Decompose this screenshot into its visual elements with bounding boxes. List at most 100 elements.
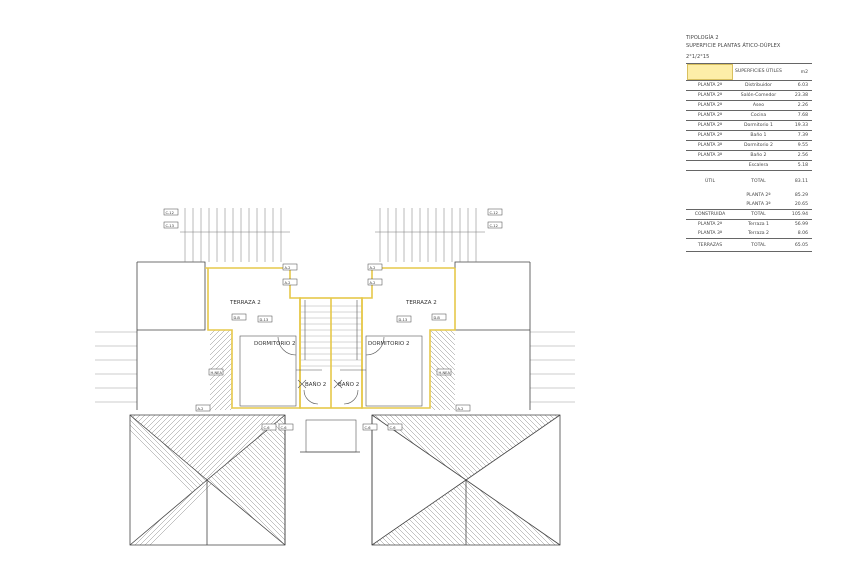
util-total-label: TOTAL [734, 170, 783, 191]
element-tag: D-B [231, 313, 247, 321]
row-area: 23.38 [782, 90, 812, 101]
planta3-label: PLANTA 3ª [746, 202, 771, 207]
element-tag-label: C-6 [390, 426, 397, 430]
element-tag-label: C-13 [166, 224, 174, 228]
element-tag-label: C-6 [281, 426, 288, 430]
row-room: Dormitorio 2 [734, 140, 783, 151]
table-head-superficies: SUPERFICIES ÚTILES [734, 63, 783, 81]
room-label-dormitorio-left: DORMITORIO 2 [254, 341, 295, 347]
element-tag-label: A-2 [285, 281, 291, 285]
element-tag-label: H-NEA [211, 371, 223, 375]
element-tag: C-12 [487, 208, 503, 216]
element-tag: C-12 [163, 208, 179, 216]
planta2-label: PLANTA 2ª [746, 193, 771, 198]
room-label-terraza-right: TERRAZA 2 [405, 300, 437, 306]
planta2-value: 85.29 [794, 193, 808, 198]
element-tag: H-NEA [208, 368, 224, 376]
element-tag-label: A-2 [370, 281, 376, 285]
terraza-row-value: 56.99 [782, 219, 812, 229]
element-tag: A-2 [195, 404, 211, 412]
room-label-dormitorio-right: DORMITORIO 2 [368, 341, 409, 347]
row-room: Dormitorio 1 [734, 120, 783, 131]
tipologia-label: TIPOLOGÍA 2 [686, 35, 719, 41]
util-label: ÚTIL [686, 170, 734, 191]
terraza-row-name: Terraza 1 [734, 219, 783, 229]
terrazas-total-value: 65.05 [782, 238, 812, 252]
element-tag: A-2 [367, 278, 383, 286]
construida-label: CONSTRUIDA [686, 209, 734, 220]
element-tag: A-2 [282, 278, 298, 286]
element-tag-label: A-2 [198, 407, 204, 411]
row-floor [686, 160, 734, 171]
element-tag-label: H-NEA [439, 371, 451, 375]
terraza-row-floor: PLANTA 2ª [686, 219, 734, 229]
element-tag: C-13 [163, 221, 179, 229]
room-label-terraza-left: TERRAZA 2 [229, 300, 261, 306]
row-area: 19.33 [782, 120, 812, 131]
superficie-label: SUPERFICIE PLANTAS ÁTICO-DÚPLEX [686, 43, 781, 49]
element-tag: A-2 [282, 263, 298, 271]
element-tag-label: D-13 [260, 318, 269, 322]
legend-swatch [687, 64, 733, 80]
element-tag-label: C-12 [166, 211, 174, 215]
element-tag: A-2 [455, 404, 471, 412]
terrazas-total-label: TOTAL [734, 238, 783, 252]
element-tag: A-2 [367, 263, 383, 271]
construida-total-label: TOTAL [734, 209, 783, 220]
code-label: 2°1/2°15 [686, 54, 710, 60]
element-tag: H-NEA [436, 368, 452, 376]
element-tag-label: A-2 [285, 266, 291, 270]
row-floor: PLANTA 2ª [686, 90, 734, 101]
pergola-slats [180, 208, 485, 367]
element-tag: D-13 [257, 315, 273, 323]
row-floor: PLANTA 2ª [686, 100, 734, 111]
row-floor: PLANTA 3ª [686, 140, 734, 151]
row-area: 7.39 [782, 130, 812, 141]
table-head-m2: m2 [782, 63, 812, 81]
element-tag-label: A-2 [458, 407, 464, 411]
walls-highlight [205, 267, 456, 409]
util-total-value: 83.11 [782, 170, 812, 191]
row-floor: PLANTA 2ª [686, 120, 734, 131]
element-tag-label: C-6 [264, 426, 271, 430]
element-tag: C-6 [278, 423, 294, 431]
element-tag-label: C-12 [490, 224, 498, 228]
row-area: 7.68 [782, 110, 812, 121]
roof-outline [129, 261, 561, 546]
interior-lines [239, 300, 423, 453]
terrazas-label: TERRAZAS [686, 238, 734, 252]
row-room: Escalera [734, 160, 783, 171]
row-room: Aseo [734, 100, 783, 111]
element-tag: C-6 [387, 423, 403, 431]
row-area: 5.18 [782, 160, 812, 171]
element-tag: D-B [431, 313, 447, 321]
terraza-row-floor: PLANTA 3ª [697, 231, 723, 236]
row-room: Cocina [734, 110, 783, 121]
row-area: 2.56 [782, 150, 812, 161]
room-label-bano-right: BAÑO 2 [338, 381, 359, 388]
element-tag: D-13 [396, 315, 412, 323]
element-tag: C-6 [261, 423, 277, 431]
element-tag-label: C-6 [365, 426, 372, 430]
row-floor: PLANTA 3ª [686, 150, 734, 161]
legend-swatch-cell [686, 63, 734, 81]
row-room: Salón-Comedor [734, 90, 783, 101]
row-floor: PLANTA 2ª [686, 80, 734, 91]
row-area: 2.26 [782, 100, 812, 111]
planta3-value: 20.65 [794, 202, 808, 207]
row-room: Baño 2 [734, 150, 783, 161]
room-label-bano-left: BAÑO 2 [305, 381, 326, 388]
row-area: 6.03 [782, 80, 812, 91]
element-tag: C-12 [487, 221, 503, 229]
terraza-row-value: 8.06 [797, 231, 808, 236]
